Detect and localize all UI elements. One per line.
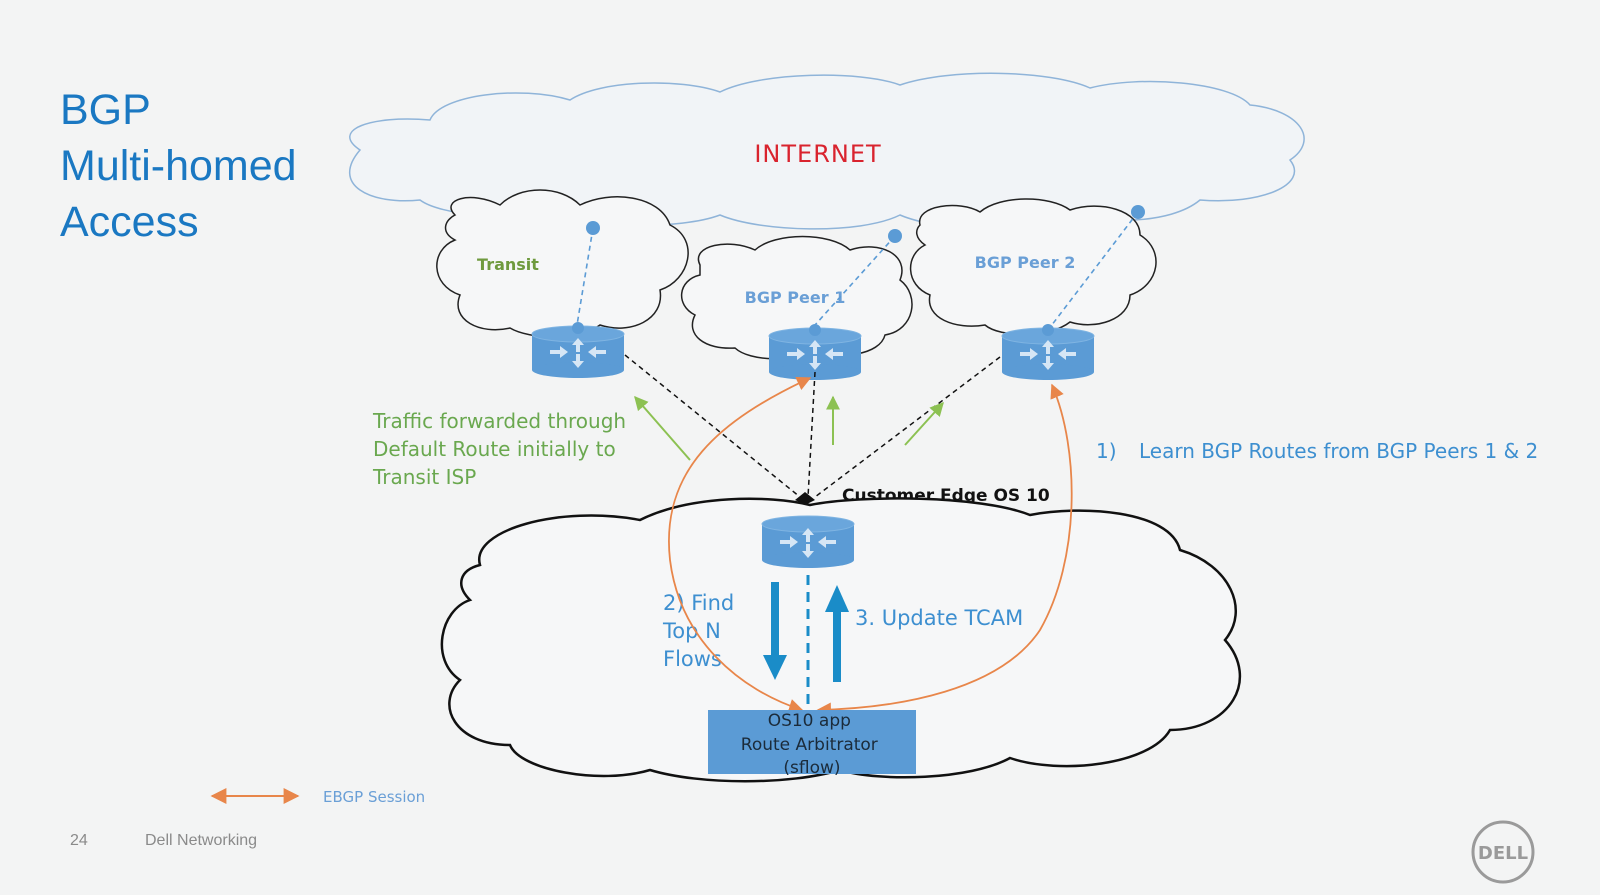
route-arbitrator-label: OS10 app Route Arbitrator (sflow) <box>741 711 883 778</box>
bgp-peer1-label: BGP Peer 1 <box>745 288 846 307</box>
transit-cloud <box>436 189 689 338</box>
ebgp-session-peer1 <box>668 376 812 713</box>
ebgp-session-peer2 <box>816 383 1073 717</box>
slide-title: BGP Multi-homed Access <box>60 82 297 250</box>
internet-label: INTERNET <box>754 140 881 168</box>
find-flows-arrow <box>763 582 787 680</box>
peer1-internet-endpoint <box>888 229 902 243</box>
route-arbitrator-box <box>708 710 916 774</box>
page-number: 24 <box>70 832 88 849</box>
legend-ebgp-label: EBGP Session <box>323 788 425 806</box>
peer2-internet-endpoint <box>1131 205 1145 219</box>
step3-label: 3. Update TCAM <box>855 606 1023 630</box>
svg-text:DELL: DELL <box>1478 843 1528 864</box>
step1-text: Learn BGP Routes from BGP Peers 1 & 2 <box>1139 439 1538 463</box>
peer2-uplink <box>1047 211 1139 331</box>
peer1-uplink <box>814 235 896 326</box>
green-arrow-transit <box>634 395 691 461</box>
slide-title-line: Access <box>60 198 199 246</box>
transit-uplink <box>576 227 594 326</box>
edge-to-transit-link <box>624 354 801 498</box>
traffic-note: Traffic forwarded through Default Route … <box>372 409 632 489</box>
slide-title-line: Multi-homed <box>60 142 297 190</box>
bgp-peer2-cloud <box>909 198 1157 336</box>
transit-internet-endpoint <box>586 221 600 235</box>
dell-logo: DELL <box>1471 820 1535 884</box>
customer-edge-router-icon <box>761 515 855 569</box>
slide-title-line: BGP <box>60 86 151 134</box>
edge-to-peer1-link <box>807 371 816 498</box>
step1-number: 1) <box>1096 439 1117 463</box>
bgp-peer1-cloud <box>680 235 913 360</box>
bgp-peer2-label: BGP Peer 2 <box>975 253 1076 272</box>
step2-label: 2) Find Top N Flows <box>662 591 741 671</box>
footer-brand: Dell Networking <box>145 832 258 849</box>
transit-label: Transit <box>477 255 539 274</box>
